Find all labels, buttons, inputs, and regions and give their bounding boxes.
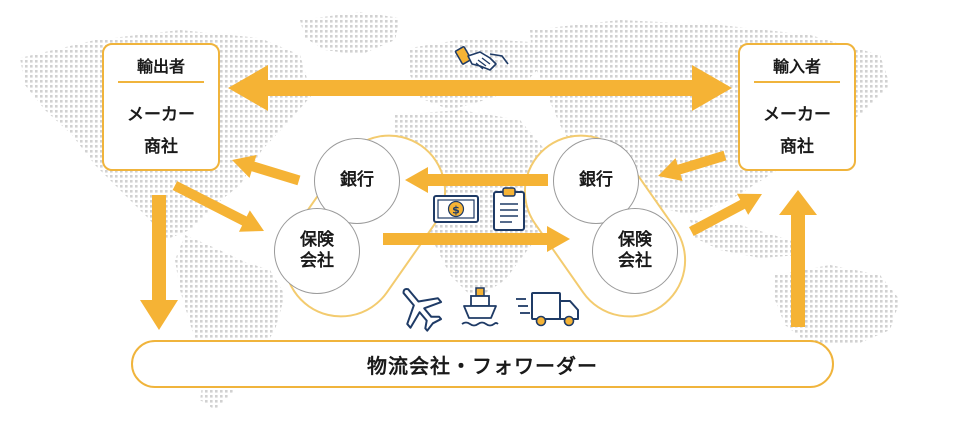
- right-insurance-circle: 保険 会社: [592, 208, 678, 294]
- arrow-exporter-to-insurance: [172, 181, 264, 232]
- right-insurance-label-line2: 会社: [618, 251, 652, 271]
- exporter-title: 輸出者: [136, 57, 185, 76]
- importer-line-manufacturer: メーカー: [763, 105, 831, 125]
- trade-double-arrow: [228, 65, 732, 111]
- arrow-bank-to-exporter: [232, 154, 301, 186]
- importer-line-trading-company: 商社: [780, 137, 814, 157]
- arrow-left-to-right-insurance: [383, 226, 570, 252]
- svg-text:$: $: [452, 204, 460, 217]
- left-bank-label: 銀行: [340, 170, 374, 191]
- handshake-icon: [454, 46, 509, 71]
- money-icon: $: [433, 195, 479, 223]
- exporter-line-manufacturer: メーカー: [127, 105, 195, 125]
- arrow-right-bank-to-left-bank: [405, 167, 548, 193]
- truck-icon: [516, 292, 579, 327]
- clipboard-icon: [493, 187, 525, 231]
- left-insurance-label-line1: 保険: [300, 229, 334, 250]
- airplane-icon: [402, 288, 443, 332]
- left-insurance-circle: 保険 会社: [274, 208, 360, 294]
- arrow-insurance-to-importer: [689, 193, 762, 236]
- ship-icon: [461, 287, 499, 327]
- exporter-box: 輸出者 メーカー 商社: [102, 43, 220, 171]
- exporter-divider: [118, 81, 204, 83]
- left-insurance-label-line2: 会社: [300, 251, 334, 271]
- arrow-logistics-to-importer: [779, 190, 817, 327]
- importer-title: 輸入者: [772, 57, 821, 76]
- logistics-label: 物流会社・フォワーダー: [367, 353, 598, 378]
- logistics-bar: 物流会社・フォワーダー: [131, 340, 834, 388]
- importer-divider: [754, 81, 840, 83]
- importer-box: 輸入者 メーカー 商社: [738, 43, 856, 171]
- arrow-importer-to-bank: [658, 150, 727, 182]
- exporter-line-trading-company: 商社: [144, 137, 178, 157]
- right-insurance-label-line1: 保険: [618, 229, 652, 250]
- arrow-exporter-to-logistics: [140, 195, 178, 330]
- right-bank-label: 銀行: [579, 170, 613, 191]
